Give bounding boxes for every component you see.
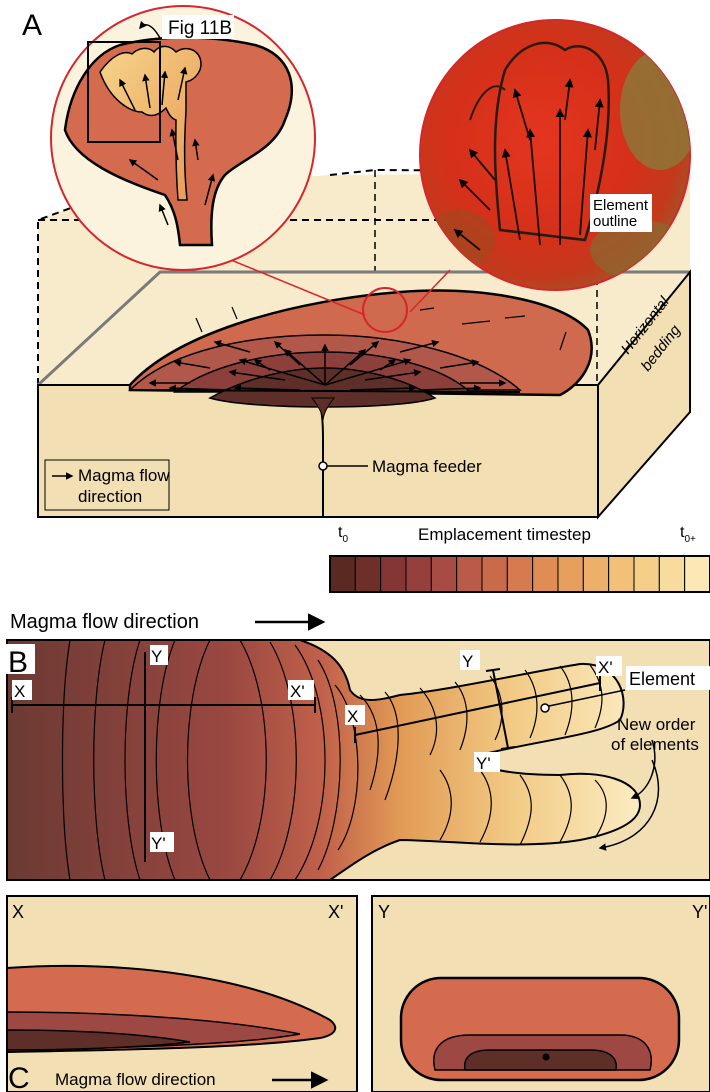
scale-end: t0+ — [680, 524, 696, 545]
label-xp-right: X' — [290, 682, 305, 701]
scale-swatch — [533, 556, 558, 592]
scale-swatch — [685, 556, 710, 592]
label-yp-bottom: Y' — [151, 834, 166, 853]
label-element-x: X — [347, 707, 358, 726]
scale-swatch — [507, 556, 532, 592]
header-b: Magma flow direction — [10, 611, 322, 633]
legend-line2: direction — [78, 487, 142, 506]
element-outline-label-2: outline — [593, 213, 637, 230]
scale-swatch — [634, 556, 659, 592]
label-element-xp: X' — [598, 658, 613, 677]
feeder-label: Magma feeder — [372, 457, 482, 476]
label-element-yp: Y' — [476, 754, 491, 773]
scale-swatch — [457, 556, 482, 592]
header-b-text: Magma flow direction — [10, 611, 199, 633]
scale-swatch — [659, 556, 684, 592]
feeder-point — [319, 462, 327, 470]
new-order-line2: of elements — [611, 735, 699, 754]
scale-swatch — [355, 556, 380, 592]
panel-a: A Horizontal bedding — [22, 6, 710, 592]
label-x-left: X — [14, 682, 25, 701]
panel-c: X X' C Magma flow direction Y Y' — [7, 896, 710, 1092]
panel-b-letter: B — [8, 646, 28, 679]
panel-c-left-xp: X' — [328, 902, 343, 922]
panel-c-right-y: Y — [378, 902, 390, 922]
section-yy-box: Y Y' — [372, 896, 710, 1092]
label-element-y: Y — [462, 652, 473, 671]
scale-start: t0 — [338, 524, 348, 545]
legend-line1: Magma flow — [78, 466, 170, 485]
panel-c-flow-text: Magma flow direction — [55, 1070, 216, 1089]
scale-swatch — [583, 556, 608, 592]
panel-c-letter: C — [8, 1062, 30, 1092]
label-y-top: Y — [151, 647, 162, 666]
panel-c-left-x: X — [12, 902, 24, 922]
scale-swatches — [330, 556, 710, 592]
element-dot — [543, 1054, 550, 1061]
scale-swatch — [406, 556, 431, 592]
element-label: Element — [629, 669, 695, 689]
scale-swatch — [482, 556, 507, 592]
scale-swatch — [381, 556, 406, 592]
timestep-scale: t0 Emplacement timestep t0+ — [330, 524, 710, 592]
element-outline-label-1: Element — [593, 197, 649, 214]
callout-label: Fig 11B — [168, 18, 232, 39]
panel-b: B Y Y' X X' X X' Y Y' Element New order … — [5, 640, 710, 880]
scale-swatch — [609, 556, 634, 592]
new-order-line1: New order — [617, 715, 696, 734]
scale-swatch — [431, 556, 456, 592]
panel-c-right-yp: Y' — [692, 902, 707, 922]
scale-swatch — [558, 556, 583, 592]
scale-title: Emplacement timestep — [418, 525, 591, 544]
scale-swatch — [330, 556, 355, 592]
panel-a-letter: A — [22, 9, 42, 42]
section-xx-box: X X' C Magma flow direction — [7, 896, 357, 1092]
element-point — [541, 704, 549, 712]
